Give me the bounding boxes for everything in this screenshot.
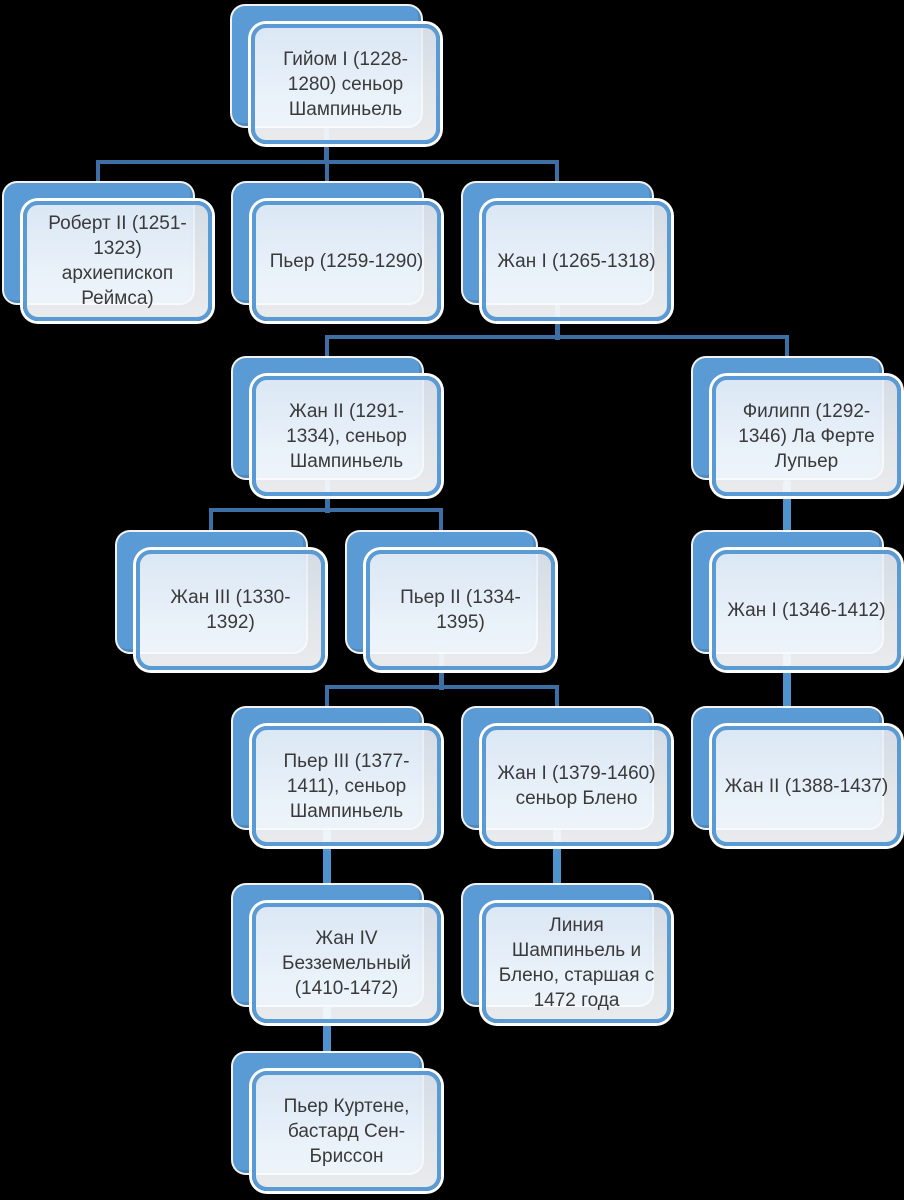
node-jean-iv: Жан IV Безземельный (1410-1472) [233,885,442,1024]
node-pierre-iii: Пьер III (1377- 1411), сеньор Шампиньель [233,708,442,847]
node-jean-i-1346: Жан I (1346-1412) [693,532,902,671]
connector-drop-philippe [785,335,789,361]
node-label: Филипп (1292- 1346) Ла Ферте Лупьер [738,400,875,472]
node-jean-i: Жан I (1265-1318) [463,183,672,322]
node-liniya-shampignel-bleno: Линия Шампиньель и Блено, старшая с 1472… [463,885,672,1024]
node-card: Пьер III (1377- 1411), сеньор Шампиньель [252,726,441,846]
node-label: Жан I (1379-1460) сеньор Блено [497,763,656,809]
node-jean-ii: Жан II (1291- 1334), сеньор Шампиньель [233,358,442,497]
node-label: Пьер (1259-1290) [269,250,424,272]
node-card: Жан II (1291- 1334), сеньор Шампиньель [252,376,441,496]
node-card: Пьер II (1334- 1395) [366,550,555,670]
connector-philippe-jean-i-1346 [783,480,791,538]
node-card: Жан I (1265-1318) [482,201,671,321]
connector-jean-ii-hline [209,508,443,512]
node-label: Пьер III (1377- 1411), сеньор Шампиньель [283,750,410,822]
node-card: Жан I (1346-1412) [712,550,901,670]
node-jean-ii-1388: Жан II (1388-1437) [693,708,902,847]
connector-drop-robert [96,160,100,186]
node-label: Жан I (1346-1412) [727,599,886,621]
node-card: Роберт II (1251- 1323) архиепископ Реймс… [23,201,212,321]
connector-drop-pierre-ii [439,508,443,535]
node-label: Гийом I (1228- 1280) сеньор Шампиньель [283,48,408,120]
connector-pierre-ii-hline [325,685,559,689]
node-robert-ii: Роберт II (1251- 1323) архиепископ Реймс… [4,183,213,322]
node-pierre-ii: Пьер II (1334- 1395) [347,532,556,671]
node-philippe: Филипп (1292- 1346) Ла Ферте Лупьер [693,358,902,497]
connector-jean-i-hline [325,335,789,339]
node-card: Линия Шампиньель и Блено, старшая с 1472… [482,903,671,1023]
node-pierre-courtenay: Пьер Куртене, бастард Сен- Бриссон [233,1053,442,1192]
connector-pierre-iii-jean-iv [323,825,331,889]
node-label: Линия Шампиньель и Блено, старшая с 1472… [498,915,655,1011]
node-pierre: Пьер (1259-1290) [233,183,442,322]
connector-drop-jean-ii [325,335,329,361]
node-card: Пьер (1259-1290) [252,201,441,321]
node-card: Жан II (1388-1437) [712,726,901,846]
connector-drop-pierre [325,160,329,186]
node-label: Роберт II (1251- 1323) архиепископ Реймс… [48,213,187,309]
node-card: Гийом I (1228- 1280) сеньор Шампиньель [251,24,440,144]
node-label: Жан IV Безземельный (1410-1472) [282,927,411,999]
node-jean-i-bleno: Жан I (1379-1460) сеньор Блено [463,708,672,847]
node-jean-iii: Жан III (1330- 1392) [117,532,326,671]
node-guillaume-i: Гийом I (1228- 1280) сеньор Шампиньель [232,6,441,145]
node-label: Жан II (1388-1437) [724,775,889,797]
connector-jean-i-1346-jean-ii-1388 [783,650,791,712]
node-card: Пьер Куртене, бастард Сен- Бриссон [252,1071,441,1191]
node-card: Жан I (1379-1460) сеньор Блено [482,726,671,846]
node-card: Жан III (1330- 1392) [136,550,325,670]
connector-jean-iv-pierre-courtenay [323,1002,331,1058]
node-card: Жан IV Безземельный (1410-1472) [252,903,441,1023]
connector-drop-jean-iii [209,508,213,535]
node-card: Филипп (1292- 1346) Ла Ферте Лупьер [712,376,901,496]
node-label: Пьер Куртене, бастард Сен- Бриссон [283,1095,410,1167]
node-label: Жан II (1291- 1334), сеньор Шампиньель [286,400,407,472]
connector-jean-i-bleno-liniya [553,825,561,889]
node-label: Жан III (1330- 1392) [170,587,291,633]
connector-drop-jean-i-bleno [555,685,559,712]
node-label: Жан I (1265-1318) [497,250,656,272]
node-label: Пьер II (1334- 1395) [400,587,521,633]
connector-drop-jean-i [555,160,559,186]
connector-guillaume-stub [324,128,329,164]
connector-drop-pierre-iii [325,685,329,712]
